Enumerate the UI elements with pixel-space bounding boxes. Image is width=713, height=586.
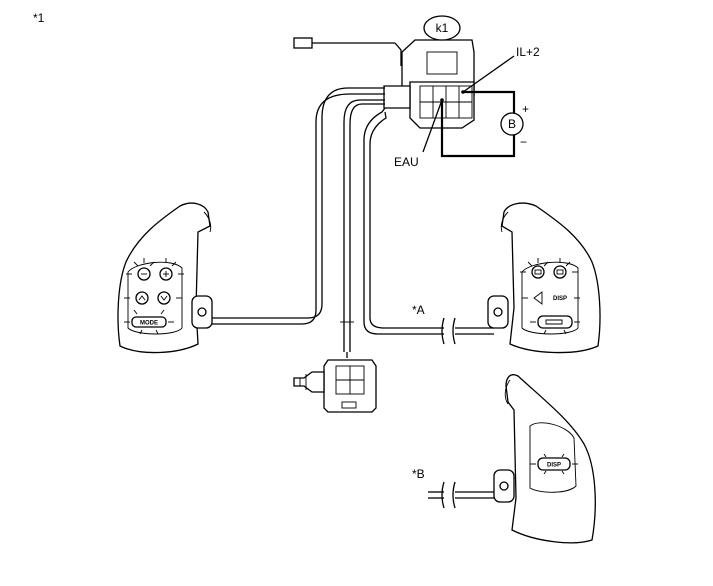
right-steering-switch-b: DISP bbox=[493, 374, 596, 544]
left-steering-switch: MODE bbox=[117, 202, 213, 354]
meter-plus-label: + bbox=[522, 102, 529, 116]
connector-k1-body bbox=[293, 37, 475, 129]
connector-k1-tag: k1 bbox=[423, 15, 461, 41]
disp-button-label-b: DISP bbox=[547, 463, 561, 469]
meter-minus-label: − bbox=[520, 135, 527, 149]
meter-b-label: B bbox=[508, 117, 516, 131]
marker-b: *B bbox=[412, 467, 425, 481]
mode-button-label: MODE bbox=[140, 321, 158, 327]
steering-sensor bbox=[293, 352, 377, 413]
terminal-il2-label: IL+2 bbox=[516, 45, 540, 59]
connector-k1-label: k1 bbox=[436, 21, 449, 35]
wire-b bbox=[428, 481, 494, 509]
wire-break-a bbox=[441, 317, 456, 345]
disp-button-label-a: DISP bbox=[553, 296, 567, 302]
terminal-eau-label: EAU bbox=[394, 155, 419, 169]
right-steering-switch-a: DISP bbox=[487, 202, 601, 354]
wire-harness bbox=[210, 87, 494, 352]
ohmmeter: B + − bbox=[440, 90, 529, 158]
marker-a: *A bbox=[412, 303, 425, 317]
figure-id: *1 bbox=[33, 11, 45, 25]
